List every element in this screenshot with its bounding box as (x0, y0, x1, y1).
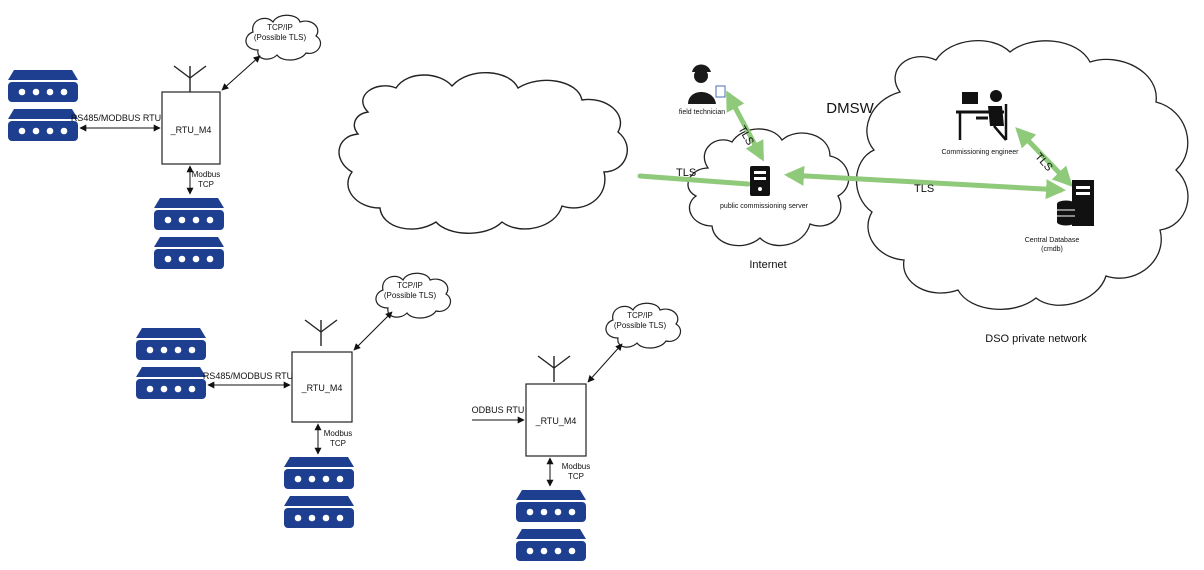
uplink-1 (221, 55, 261, 91)
rtu-label-1: _RTU_M4 (170, 125, 212, 135)
tcp-device-stack-3 (516, 490, 586, 561)
internet-label: Internet (749, 259, 786, 271)
tcp-device-stack-1 (154, 198, 224, 269)
antenna-icon (173, 65, 207, 93)
tls-engineer-link (1015, 127, 1073, 187)
database-label-line1: Central Database (1025, 237, 1080, 244)
rtu-label-3: _RTU_M4 (535, 416, 577, 426)
dso-cloud (855, 40, 1189, 310)
dso-label: DSO private network (985, 333, 1087, 345)
central-cloud (338, 72, 628, 234)
tcpip-label-2a: TCP/IP (397, 281, 423, 290)
tcpip-label-3b: (Possible TLS) (614, 321, 667, 330)
server-icon (750, 166, 770, 196)
tcp-label-1b: TCP (198, 180, 214, 189)
field-technician-icon (688, 64, 726, 104)
rtu-unit-2: _RTU_M4 RS485/MODBUS RTU Modbus TCP TCP/… (136, 272, 452, 528)
server-label: public commissioning server (720, 203, 809, 210)
rtu-label-2: _RTU_M4 (301, 383, 343, 393)
tcp-label-1a: Modbus (192, 170, 220, 179)
tls-technician-link (725, 90, 765, 162)
rtu-box-1 (161, 91, 221, 165)
tls-backbone-link (784, 165, 1066, 200)
tcp-label-3a: Modbus (562, 462, 590, 471)
uplink-3 (587, 343, 623, 383)
rtu-unit-3: _RTU_M4 ODBUS RTU Modbus TCP TCP/IP (Pos… (472, 302, 682, 561)
tcpip-label-3a: TCP/IP (627, 311, 653, 320)
engineer-icon (956, 90, 1008, 141)
field-technician-label: field technician (679, 109, 725, 116)
serial-device-stack-2 (136, 328, 206, 399)
serial-device-stack-1 (8, 70, 78, 141)
tls-inbound-link (637, 173, 751, 187)
tcp-label-3b: TCP (568, 472, 584, 481)
tcp-device-stack-2 (284, 457, 354, 528)
tcpip-label-1a: TCP/IP (267, 23, 293, 32)
dmsw-label: DMSW (826, 100, 874, 117)
tcpip-label-1b: (Possible TLS) (254, 33, 307, 42)
database-icon (1057, 180, 1094, 226)
uplink-2 (353, 311, 393, 351)
serial-label-2: RS485/MODBUS RTU (203, 371, 293, 381)
antenna-icon (537, 355, 571, 383)
rtu-box-3 (525, 383, 587, 457)
tls-backbone-label: TLS (914, 183, 934, 195)
tls-inbound-label: TLS (676, 167, 696, 179)
tcpip-label-2b: (Possible TLS) (384, 291, 437, 300)
rtu-box-2 (291, 351, 353, 423)
antenna-icon (304, 319, 338, 347)
serial-label-3: ODBUS RTU (472, 405, 525, 415)
database-label-line2: (cmdb) (1041, 246, 1063, 253)
tcp-label-2b: TCP (330, 439, 346, 448)
engineer-label: Commissioning engineer (941, 149, 1019, 156)
rtu-unit-1: _RTU_M4 RS485/MODBUS RTU Modbus TCP TCP/… (8, 14, 322, 269)
serial-label-1: RS485/MODBUS RTU (71, 113, 161, 123)
tcp-label-2a: Modbus (324, 429, 352, 438)
